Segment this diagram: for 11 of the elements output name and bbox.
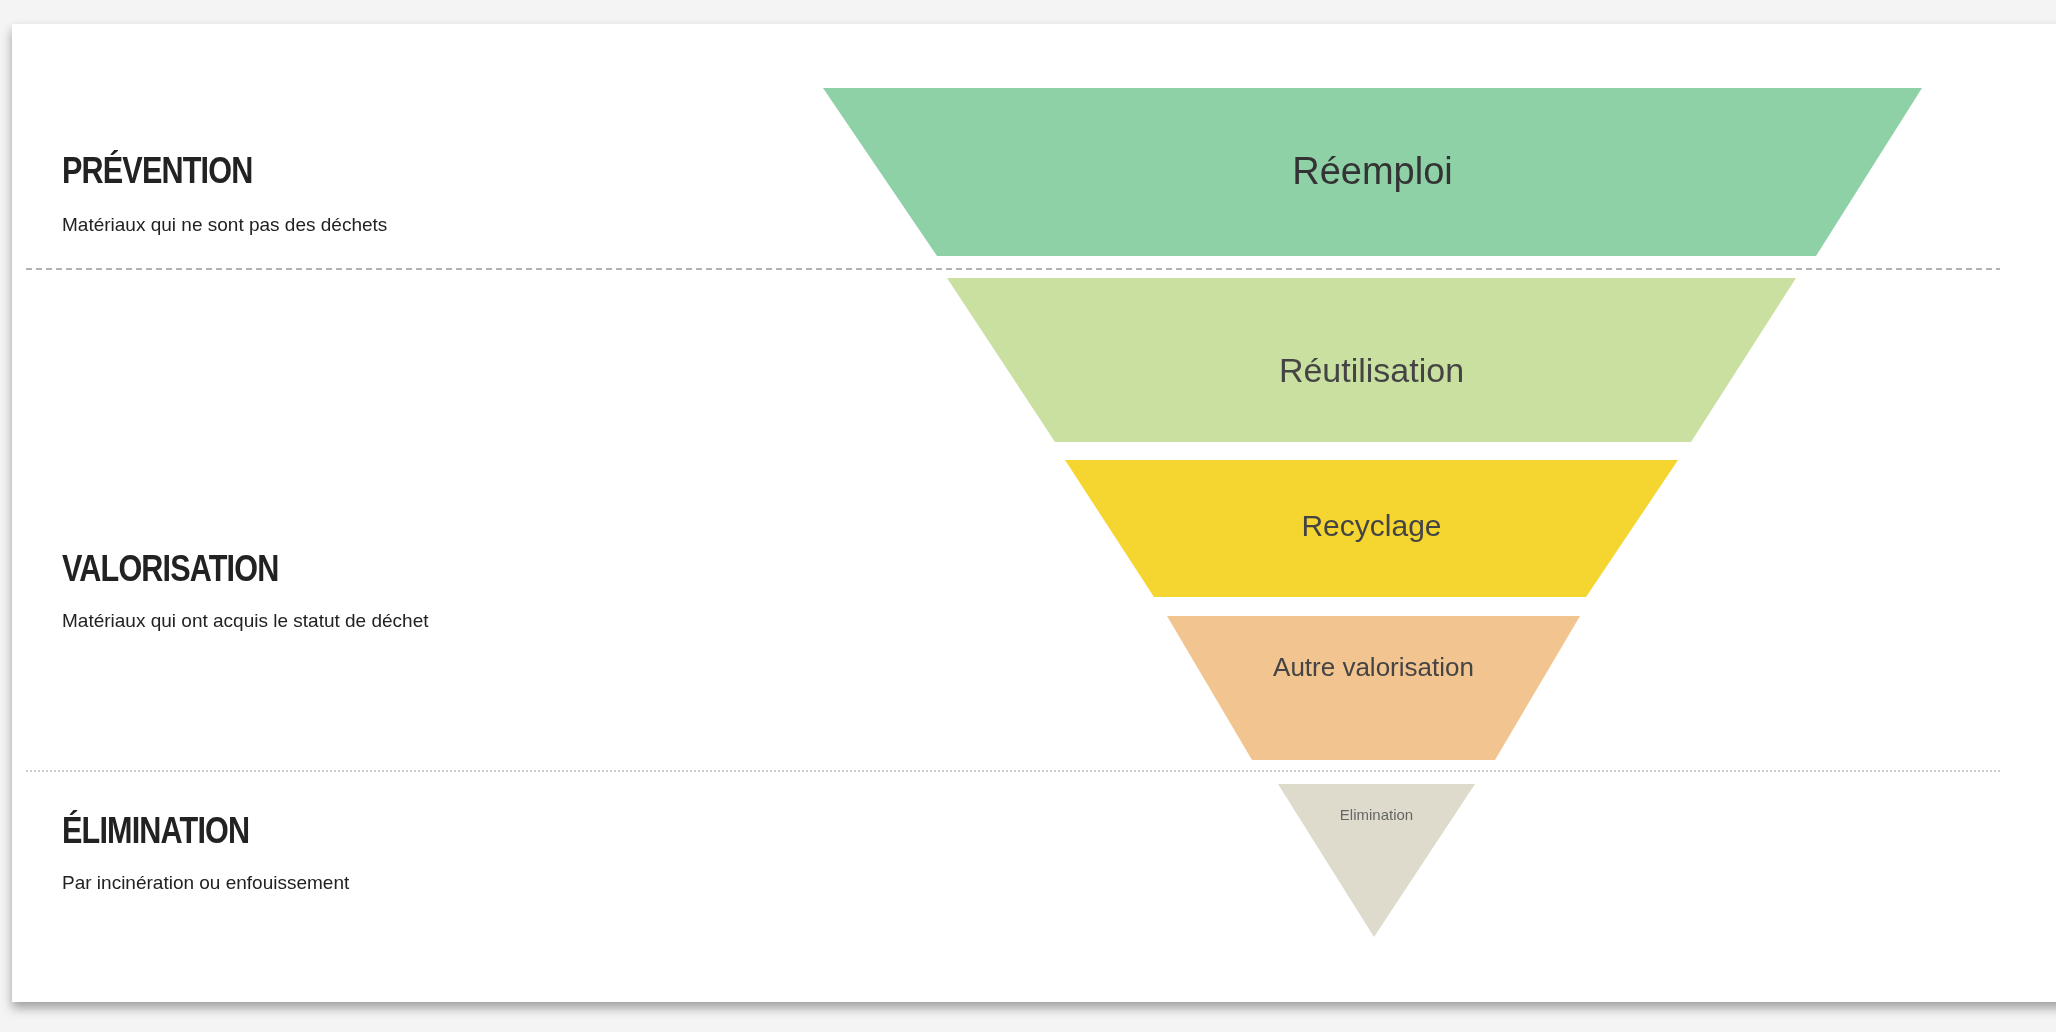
band-label: Elimination (1338, 804, 1415, 825)
band-label: Réutilisation (1277, 349, 1466, 391)
band-label: Réemploi (1291, 149, 1454, 195)
section-description: Matériaux qui ont acquis le statut de déchet (62, 610, 429, 632)
section-heading: VALORISATION (62, 548, 279, 590)
section-heading: PRÉVENTION (62, 150, 253, 192)
section-description: Par incinération ou enfouissement (62, 872, 350, 894)
band-label: Autre valorisation (1272, 651, 1475, 685)
section-description: Matériaux qui ne sont pas des déchets (62, 214, 388, 236)
section-heading: ÉLIMINATION (62, 810, 250, 852)
band-label: Recyclage (1300, 508, 1443, 545)
